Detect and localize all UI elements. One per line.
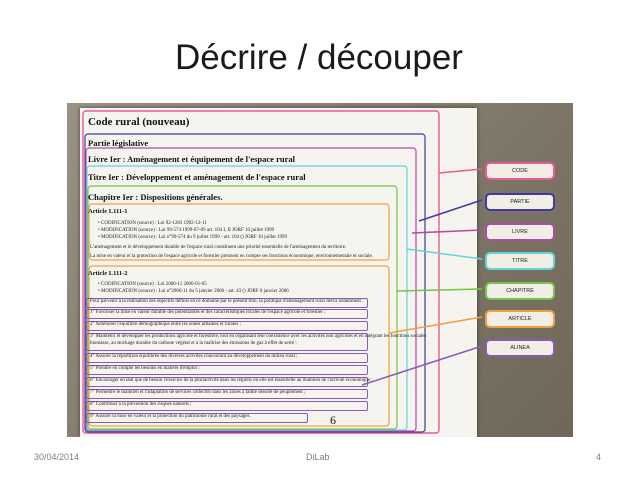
alinea-text: 5° Prendre en compte les besoins en mati… <box>90 366 200 371</box>
doc-livre: Livre Ier : Aménagement et équipement de… <box>88 154 295 164</box>
document-page: Code rural (nouveau) Partie législative … <box>80 108 477 437</box>
alinea-text: 4° Assurer la répartition équilibrée des… <box>90 354 298 359</box>
doc-chapitre: Chapitre Ier : Dispositions générales. <box>88 192 223 202</box>
annotated-document-photo: Code rural (nouveau) Partie législative … <box>67 103 573 437</box>
alinea-frame <box>86 389 368 399</box>
doc-titre: Titre Ier : Développement et aménagement… <box>88 172 306 182</box>
tag-chapitre: CHAPITRE <box>485 282 555 300</box>
doc-article1: Article L111-1 <box>88 208 128 215</box>
alinea-frame <box>86 298 368 308</box>
tag-livre: LIVRE <box>485 223 555 241</box>
doc-article2: Article L111-2 <box>88 270 128 277</box>
livre-frame <box>85 147 417 432</box>
alinea-text: 3° Maintenir et développer les productio… <box>90 334 427 339</box>
alinea-frame <box>86 377 368 387</box>
doc-heading: Code rural (nouveau) <box>88 116 190 128</box>
alinea-text: 2° Améliorer l'équilibre démographique e… <box>90 322 241 327</box>
article1-line: • MODIFICATION (source) : Loi 99-574 199… <box>98 228 275 233</box>
article2-frame <box>88 265 390 427</box>
article1-text: La mise en valeur et la protection de l'… <box>90 254 374 259</box>
alinea-text: biomasse, au stockage durable du carbone… <box>90 341 297 346</box>
alinea-frame <box>86 353 368 363</box>
alinea-frame <box>86 365 368 375</box>
article1-line: • MODIFICATION (source) : Loi n°99-574 d… <box>98 235 288 240</box>
alinea-text: 6° Encourager en tant que de besoin l'ex… <box>90 378 373 383</box>
tag-titre: TITRE <box>485 252 555 270</box>
footer-date: 30/04/2014 <box>34 452 80 462</box>
partie-connector <box>418 199 483 222</box>
code-connector <box>438 168 483 174</box>
chapitre-connector <box>396 288 483 292</box>
alinea-frame <box>86 321 368 331</box>
alinea-text: Pour parvenir à la réalisation des objec… <box>90 299 364 304</box>
article1-frame <box>88 203 390 261</box>
tag-article: ARTICLE <box>485 310 555 328</box>
tag-partie: PARTIE <box>485 193 555 211</box>
tag-code: CODE <box>485 162 555 180</box>
footer-author: DiLab <box>306 452 330 462</box>
alinea-text: 1° Favoriser la mise en valeur durable d… <box>90 310 326 315</box>
article1-text: L'aménagement et le développement durabl… <box>90 245 347 250</box>
article2-line: • CODIFICATION (source) : Loi 2006-11 20… <box>98 282 207 287</box>
slide-title: Décrire / découper <box>175 38 463 77</box>
alinea-connector <box>361 345 483 386</box>
partie-frame <box>84 133 426 433</box>
article1-line: • CODIFICATION (source) : Loi 92-1283 19… <box>98 221 207 226</box>
alinea-text: 9° Assurer la mise en valeur et la prote… <box>90 414 251 419</box>
connector-lines <box>361 168 483 386</box>
alinea-frame <box>86 401 368 411</box>
article2-line: • MODIFICATION (source) : Loi n°2006-11 … <box>98 289 289 294</box>
footer-page-number: 4 <box>596 452 602 462</box>
alinea-frame <box>86 333 368 351</box>
alinea-text: 7° Permettre le maintien et l'adaptation… <box>90 390 306 395</box>
alinea-frame <box>86 413 308 423</box>
article-connector <box>388 316 483 334</box>
alinea-frame <box>86 309 368 319</box>
livre-connector <box>411 229 483 234</box>
code-frame <box>82 110 440 434</box>
titre-connector <box>406 248 483 260</box>
tag-alinea: ALINEA <box>485 339 555 357</box>
alinea-text: 8° Contribuer à la prévention des risque… <box>90 402 192 407</box>
doc-partie: Partie législative <box>88 138 149 148</box>
document-page-number: 6 <box>330 413 336 427</box>
